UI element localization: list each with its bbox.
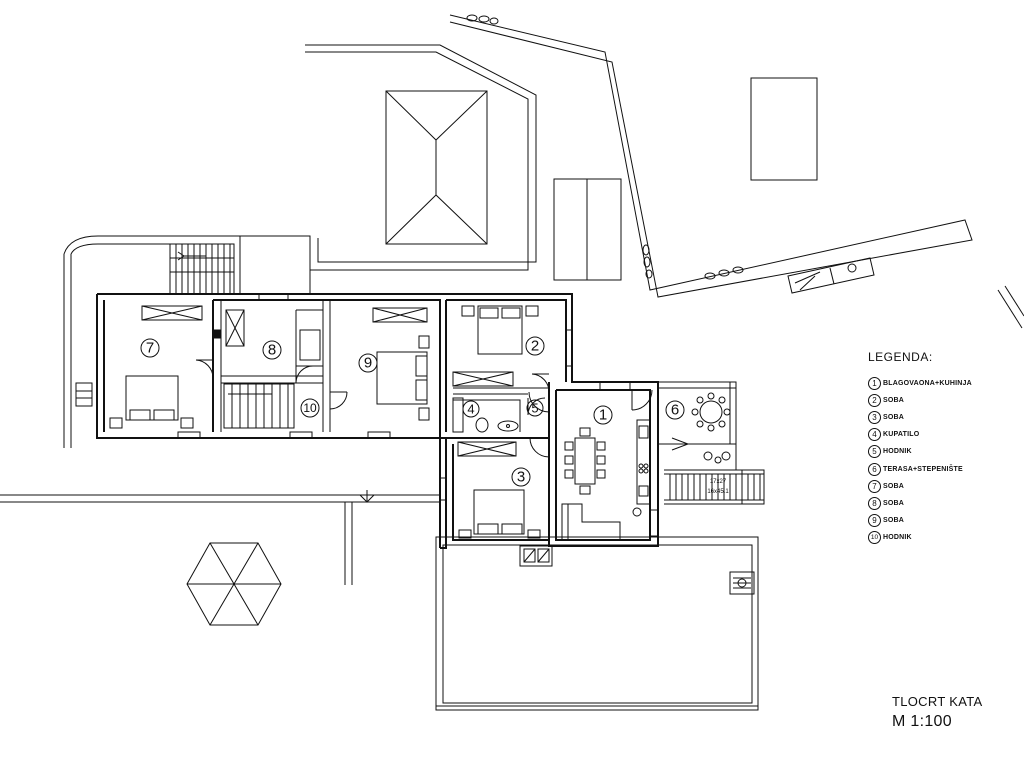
stone-markers bbox=[466, 14, 744, 280]
plant bbox=[632, 507, 642, 517]
exterior-stair bbox=[664, 469, 765, 505]
windows bbox=[177, 329, 659, 537]
legend-label: HODNIK bbox=[883, 448, 912, 456]
legend-number: 7 bbox=[868, 479, 881, 493]
room-number-9: 9 bbox=[364, 355, 372, 372]
legend-number: 1 bbox=[868, 377, 881, 391]
legend-label: TERASA+STEPENIŠTE bbox=[883, 465, 963, 473]
legend-label: BLAGOVAONA+KUHINJA bbox=[883, 380, 972, 388]
legend-label: SOBA bbox=[883, 499, 905, 507]
outbuilding-hip-roof bbox=[385, 90, 488, 245]
site-boundary-walls bbox=[0, 14, 1024, 585]
legend-number: 9 bbox=[868, 513, 881, 527]
legend-label: KUPATILO bbox=[883, 431, 920, 439]
legend-number: 8 bbox=[868, 496, 881, 510]
interior-stair bbox=[223, 383, 295, 429]
sheet-scale: M 1:100 bbox=[892, 713, 952, 730]
legend-label: SOBA bbox=[883, 516, 905, 524]
legend-number: 4 bbox=[868, 428, 881, 442]
chimney bbox=[519, 545, 553, 567]
legend-number: 10 bbox=[868, 530, 881, 544]
room-number-2: 2 bbox=[531, 338, 539, 355]
room-number-markers bbox=[140, 336, 685, 487]
legend-label: HODNIK bbox=[883, 533, 912, 541]
room-number-8: 8 bbox=[268, 342, 276, 359]
interior-partitions bbox=[220, 300, 549, 432]
outbuilding-gable-roof bbox=[553, 178, 622, 281]
stair-rise-label: 17x27 bbox=[710, 479, 727, 485]
room-number-1: 1 bbox=[599, 407, 607, 424]
garden-planter bbox=[787, 257, 875, 294]
bed-room-2 bbox=[452, 305, 539, 387]
legend-label: SOBA bbox=[883, 414, 905, 422]
legend-number: 6 bbox=[868, 462, 881, 476]
bed-room-7 bbox=[109, 305, 203, 429]
legend-label: SOBA bbox=[883, 397, 905, 405]
bed-room-3 bbox=[457, 441, 541, 539]
legend-number: 3 bbox=[868, 411, 881, 425]
left-porch bbox=[63, 235, 311, 448]
legend-number: 5 bbox=[868, 445, 881, 459]
sheet-title: TLOCRT KATA bbox=[892, 694, 983, 709]
hexagonal-gazebo bbox=[186, 542, 282, 626]
legend-number: 2 bbox=[868, 394, 881, 408]
sofa bbox=[561, 503, 621, 541]
terrace-6 bbox=[657, 381, 737, 470]
room-number-10: 10 bbox=[303, 401, 317, 415]
bed-room-8 bbox=[212, 309, 321, 361]
stair-count-label: 16x45.1 bbox=[707, 489, 729, 495]
pool-terrace bbox=[435, 536, 759, 711]
room-number-3: 3 bbox=[517, 469, 525, 486]
dining-table bbox=[564, 427, 606, 495]
room-number-5: 5 bbox=[531, 401, 538, 416]
bed-room-9 bbox=[372, 307, 430, 421]
room-number-4: 4 bbox=[467, 402, 474, 417]
outbuilding-shed bbox=[750, 77, 818, 181]
bathroom-fixtures bbox=[452, 397, 519, 433]
legend-label: SOBA bbox=[883, 482, 905, 490]
sheet-title-block: TLOCRT KATA M 1:100 bbox=[892, 694, 982, 731]
room-number-7: 7 bbox=[146, 340, 154, 357]
room-number-6: 6 bbox=[671, 402, 679, 419]
kitchen-counter bbox=[636, 419, 651, 505]
legend-title: LEGENDA: bbox=[868, 350, 933, 364]
